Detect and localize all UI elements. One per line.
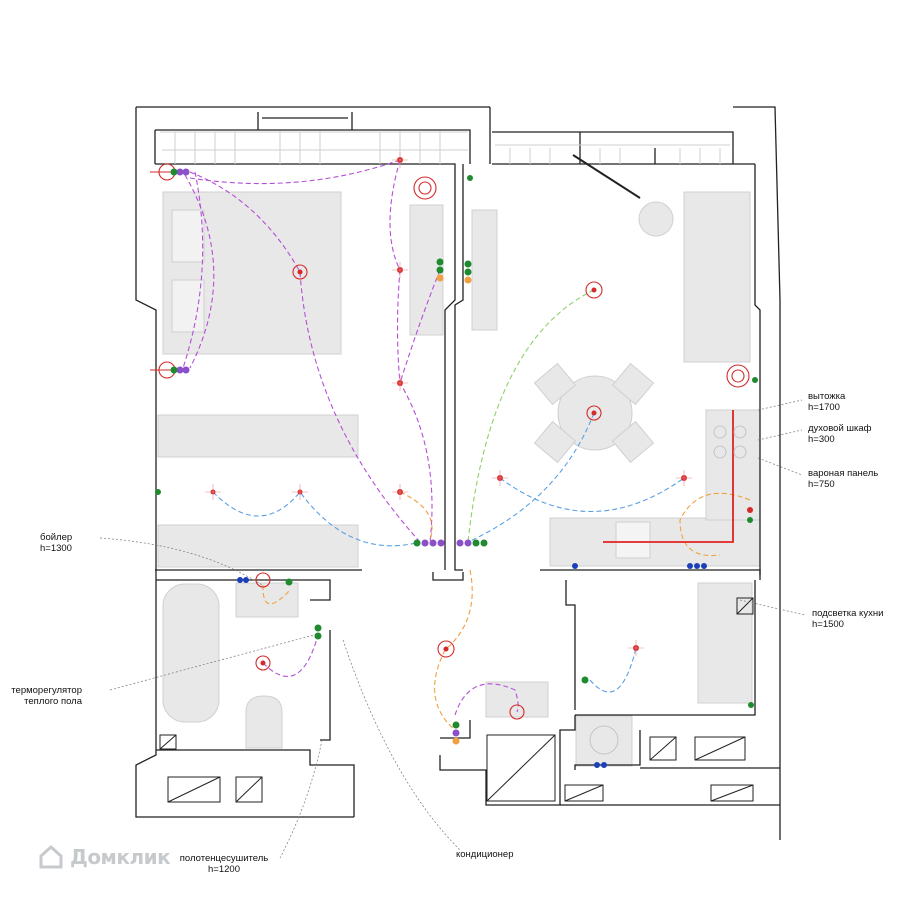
- wire-purple: [389, 159, 433, 543]
- towel-rail-label: полотенцесушитель h=1200: [168, 853, 280, 875]
- pendant-lamp: [413, 176, 437, 200]
- spot-light-rays: [205, 152, 692, 656]
- lamp: [585, 281, 603, 299]
- hob-label-name: вароная панель: [808, 468, 879, 479]
- wire-purple: [189, 159, 401, 185]
- wire-purple: [262, 634, 319, 677]
- watermark: Домклик: [38, 842, 171, 872]
- boiler-label-name: бойлер: [40, 532, 73, 543]
- kitchen-light-label: подсветка кухни h=1500: [812, 608, 883, 630]
- wire-orange: [262, 584, 291, 605]
- wiring: [182, 159, 751, 731]
- furniture: [157, 191, 761, 767]
- floor-thermostat-label: терморегулятор теплого пола: [2, 685, 82, 707]
- lamp: [509, 704, 525, 720]
- lamp: [292, 264, 308, 280]
- washbasin: [235, 582, 299, 618]
- towel-rail-label-height: h=1200: [208, 864, 240, 875]
- kitchen-light-label-name: подсветка кухни: [812, 608, 884, 619]
- wardrobe: [157, 524, 359, 568]
- sofa: [683, 191, 751, 363]
- wire-blue: [467, 412, 595, 543]
- pendant-lamp: [726, 364, 750, 388]
- oven-label: духовой шкаф h=300: [808, 423, 871, 445]
- lamp: [255, 572, 271, 588]
- chair: [611, 362, 655, 406]
- towel-rail-label-name: полотенцесушитель: [179, 853, 269, 864]
- wire-purple: [399, 269, 441, 384]
- wall-infill: [160, 131, 730, 164]
- wire-purple: [184, 174, 215, 369]
- walls: [135, 106, 781, 840]
- pillow: [171, 279, 205, 333]
- boiler-label: бойлер h=1300: [40, 532, 72, 554]
- lamp: [255, 655, 271, 671]
- watermark-text: Домклик: [70, 845, 171, 869]
- oven-label-name: духовой шкаф: [808, 423, 872, 434]
- pouf: [638, 201, 674, 237]
- wire-green: [467, 289, 595, 543]
- vent-boxes: [159, 597, 754, 803]
- sink: [615, 521, 651, 559]
- kitchen-light-label-height: h=1500: [812, 619, 844, 630]
- bathtub: [162, 583, 220, 723]
- air-conditioner-label: кондиционер: [456, 849, 514, 860]
- hood-label-height: h=1700: [808, 402, 840, 413]
- pillow: [171, 209, 205, 263]
- hood-label: вытожка h=1700: [808, 391, 845, 413]
- air-conditioner-label-name: кондиционер: [456, 849, 514, 860]
- wire-purple: [182, 171, 204, 369]
- wire-purple: [454, 683, 519, 716]
- toilet: [245, 695, 283, 749]
- tv-unit: [471, 209, 498, 331]
- lamp: [586, 405, 602, 421]
- wire-blue: [212, 491, 421, 547]
- hood-label-name: вытожка: [808, 391, 846, 402]
- kitchen-light-strip: [603, 410, 734, 543]
- hob-label-height: h=750: [808, 479, 835, 490]
- shower-drain: [589, 725, 619, 755]
- wire-purple: [189, 171, 421, 543]
- leader-lines: [99, 399, 806, 859]
- house-logo-icon: [39, 844, 63, 869]
- wire-orange: [399, 491, 433, 541]
- floor-thermostat-label-line2: теплого пола: [24, 696, 82, 707]
- wire-blue: [499, 477, 685, 512]
- oven-label-height: h=300: [808, 434, 835, 445]
- wardrobe: [157, 414, 359, 458]
- floor-thermostat-label-line1: терморегулятор: [11, 685, 82, 696]
- hob-label: вароная панель h=750: [808, 468, 878, 490]
- shower-tray: [575, 715, 633, 767]
- switch-blocks: [155, 168, 758, 768]
- wire-orange: [679, 492, 751, 557]
- chair: [533, 362, 577, 406]
- chair: [533, 420, 577, 464]
- ceiling-lamps: [150, 163, 750, 720]
- wire-blue: [589, 647, 637, 693]
- boiler-label-height: h=1300: [40, 543, 72, 554]
- shower: [697, 582, 753, 704]
- chair: [611, 420, 655, 464]
- hob: [713, 425, 747, 459]
- lamp: [437, 640, 455, 658]
